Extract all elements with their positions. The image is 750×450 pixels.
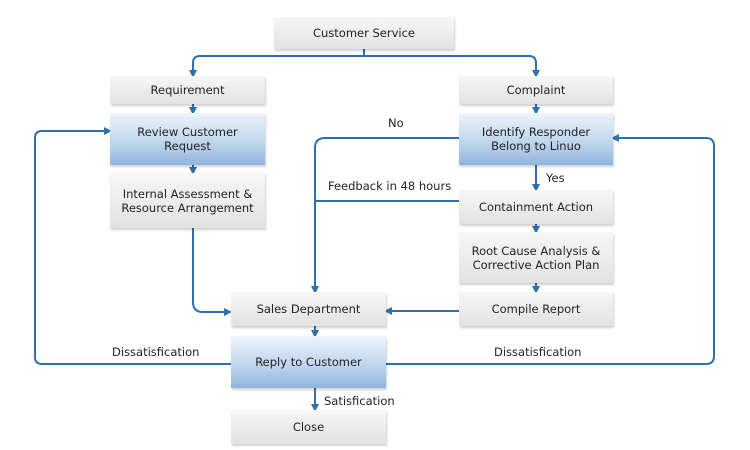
containment-action-node: Containment Action [459,190,613,224]
satisfaction-label: Satisfication [324,394,395,408]
customer-service-node: Customer Service [274,17,454,49]
close-node: Close [231,410,386,444]
identify-responder-node: Identify Responder Belong to Linuo [459,113,613,165]
feedback-label: Feedback in 48 hours [328,179,452,193]
compile-report-node: Compile Report [459,292,613,326]
review-customer-request-node: Review Customer Request [110,113,265,165]
line-cs-to-requirement [189,49,365,78]
requirement-node: Requirement [110,76,265,104]
internal-assessment-node: Internal Assessment & Resource Arrangeme… [110,173,265,228]
no-label: No [388,116,404,130]
line-assessment-to-sales [192,228,232,316]
root-cause-node: Root Cause Analysis & Corrective Action … [459,232,613,283]
sales-department-node: Sales Department [231,292,386,326]
complaint-node: Complaint [459,76,613,104]
line-cs-to-complaint [364,55,540,78]
dissatisfaction-right-label: Dissatisfication [494,345,582,359]
reply-to-customer-node: Reply to Customer [231,336,386,388]
line-dissatisfaction-left [34,127,231,365]
dissatisfaction-left-label: Dissatisfication [112,345,200,359]
yes-label: Yes [546,171,565,185]
line-no-to-sales [311,137,459,294]
line-dissatisfaction-right [386,134,715,365]
